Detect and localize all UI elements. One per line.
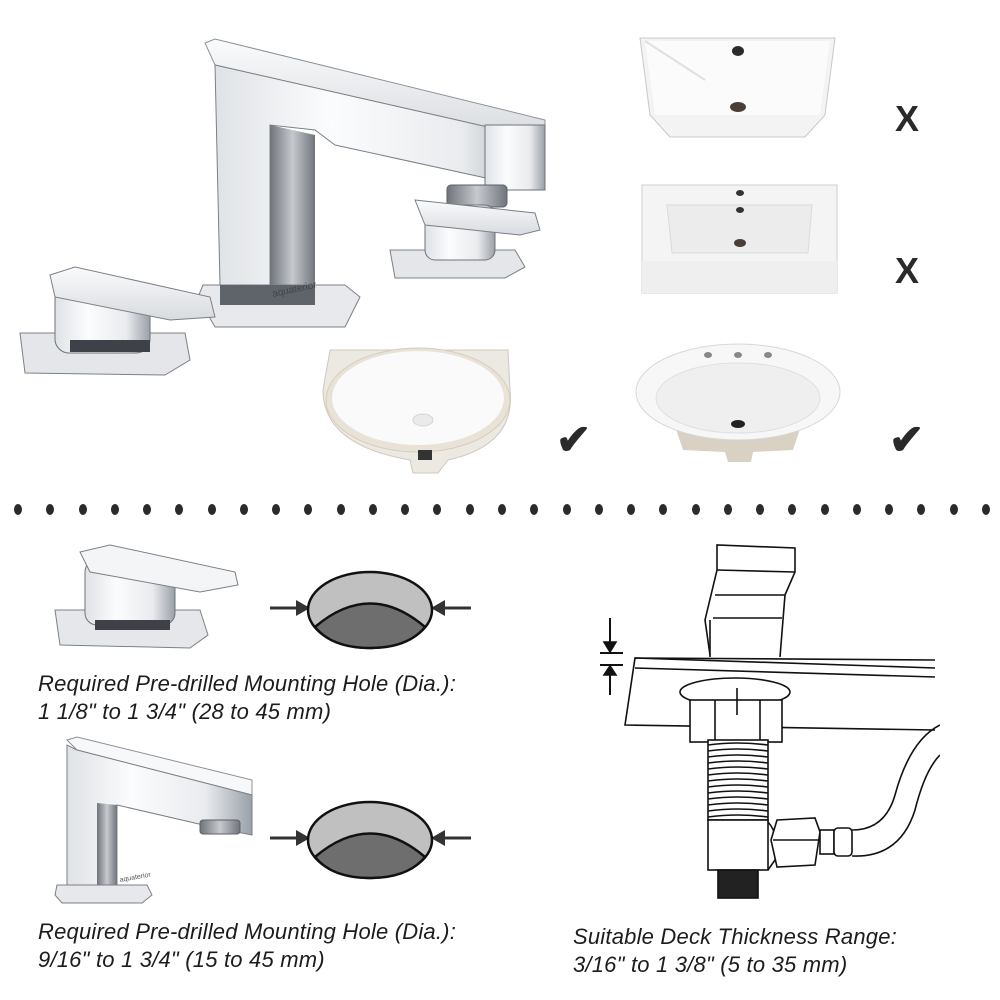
separator-dot (788, 504, 797, 515)
svg-text:aquaterior: aquaterior (119, 871, 152, 883)
handle-hole-label: Required Pre-drilled Mounting Hole (Dia.… (38, 671, 457, 696)
handle-hole-value: 1 1/8" to 1 3/4" (28 to 45 mm) (38, 699, 332, 724)
sink-oval-drop-in (633, 340, 843, 465)
separator-dot (239, 504, 248, 515)
sink-rectangular-wall-mount (640, 183, 840, 295)
separator-dot (433, 504, 442, 515)
separator-dot (659, 504, 668, 515)
faucet-set-image: aquaterior (15, 35, 555, 380)
separator-dot (756, 504, 765, 515)
incompatible-mark-2: X (895, 250, 920, 291)
spout-hole-value: 9/16" to 1 3/4" (15 to 45 mm) (38, 947, 325, 972)
separator-dot (530, 504, 539, 515)
spout-image: aquaterior (52, 735, 262, 905)
deck-thickness-value: 3/16" to 1 3/8" (5 to 35 mm) (573, 952, 848, 977)
separator-dot (562, 504, 571, 515)
handle-image (50, 540, 245, 650)
handle-hole-diagram (268, 570, 473, 655)
spout-hole-label: Required Pre-drilled Mounting Hole (Dia.… (38, 919, 457, 944)
separator-dot (175, 504, 184, 515)
separator-dot (304, 504, 313, 515)
separator-dot (917, 504, 926, 515)
dotted-separator (0, 500, 1000, 520)
separator-dot (78, 504, 87, 515)
separator-dot (594, 504, 603, 515)
deck-thickness-diagram (595, 540, 940, 900)
separator-dot (272, 504, 281, 515)
separator-dot (949, 504, 958, 515)
separator-dot (723, 504, 732, 515)
compatible-mark-2: ✔ (889, 416, 925, 463)
separator-dot (691, 504, 700, 515)
separator-dot (368, 504, 377, 515)
separator-dot (627, 504, 636, 515)
separator-dot (401, 504, 410, 515)
separator-dot (143, 504, 152, 515)
separator-dot (46, 504, 55, 515)
separator-dot (465, 504, 474, 515)
sink-oval-undermount (318, 345, 518, 475)
separator-dot (110, 504, 119, 515)
separator-dot (207, 504, 216, 515)
separator-dot (820, 504, 829, 515)
deck-thickness-label: Suitable Deck Thickness Range: (573, 924, 897, 949)
compatible-mark-1: ✔ (556, 416, 592, 463)
separator-dot (14, 504, 22, 515)
separator-dot (885, 504, 894, 515)
incompatible-mark-1: X (895, 98, 920, 139)
separator-dot (498, 504, 506, 515)
separator-dot (982, 504, 990, 515)
separator-dot (852, 504, 861, 515)
sink-rectangular-vessel (635, 35, 840, 140)
spout-hole-diagram (268, 800, 473, 885)
separator-dot (336, 504, 345, 515)
